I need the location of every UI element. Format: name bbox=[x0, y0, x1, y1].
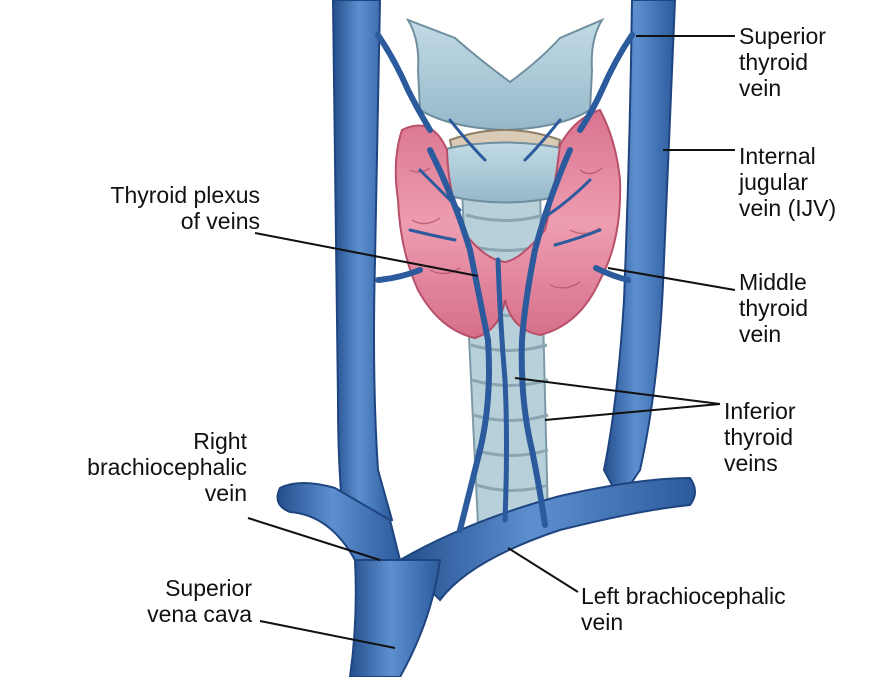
label-thyroid-plexus-of-veins: Thyroid plexus of veins bbox=[110, 182, 260, 234]
label-superior-vena-cava: Superior vena cava bbox=[147, 575, 252, 627]
label-right-brachiocephalic-vein: Right brachiocephalic vein bbox=[87, 428, 247, 506]
right-internal-jugular-vein bbox=[333, 0, 392, 530]
left-internal-jugular-vein bbox=[604, 0, 675, 500]
label-inferior-thyroid-veins: Inferior thyroid veins bbox=[724, 398, 796, 476]
label-middle-thyroid-vein: Middle thyroid vein bbox=[739, 269, 808, 347]
label-superior-thyroid-vein: Superior thyroid vein bbox=[739, 23, 826, 101]
label-internal-jugular-vein: Internal jugular vein (IJV) bbox=[739, 143, 836, 221]
label-left-brachiocephalic-vein: Left brachiocephalic vein bbox=[581, 583, 786, 635]
